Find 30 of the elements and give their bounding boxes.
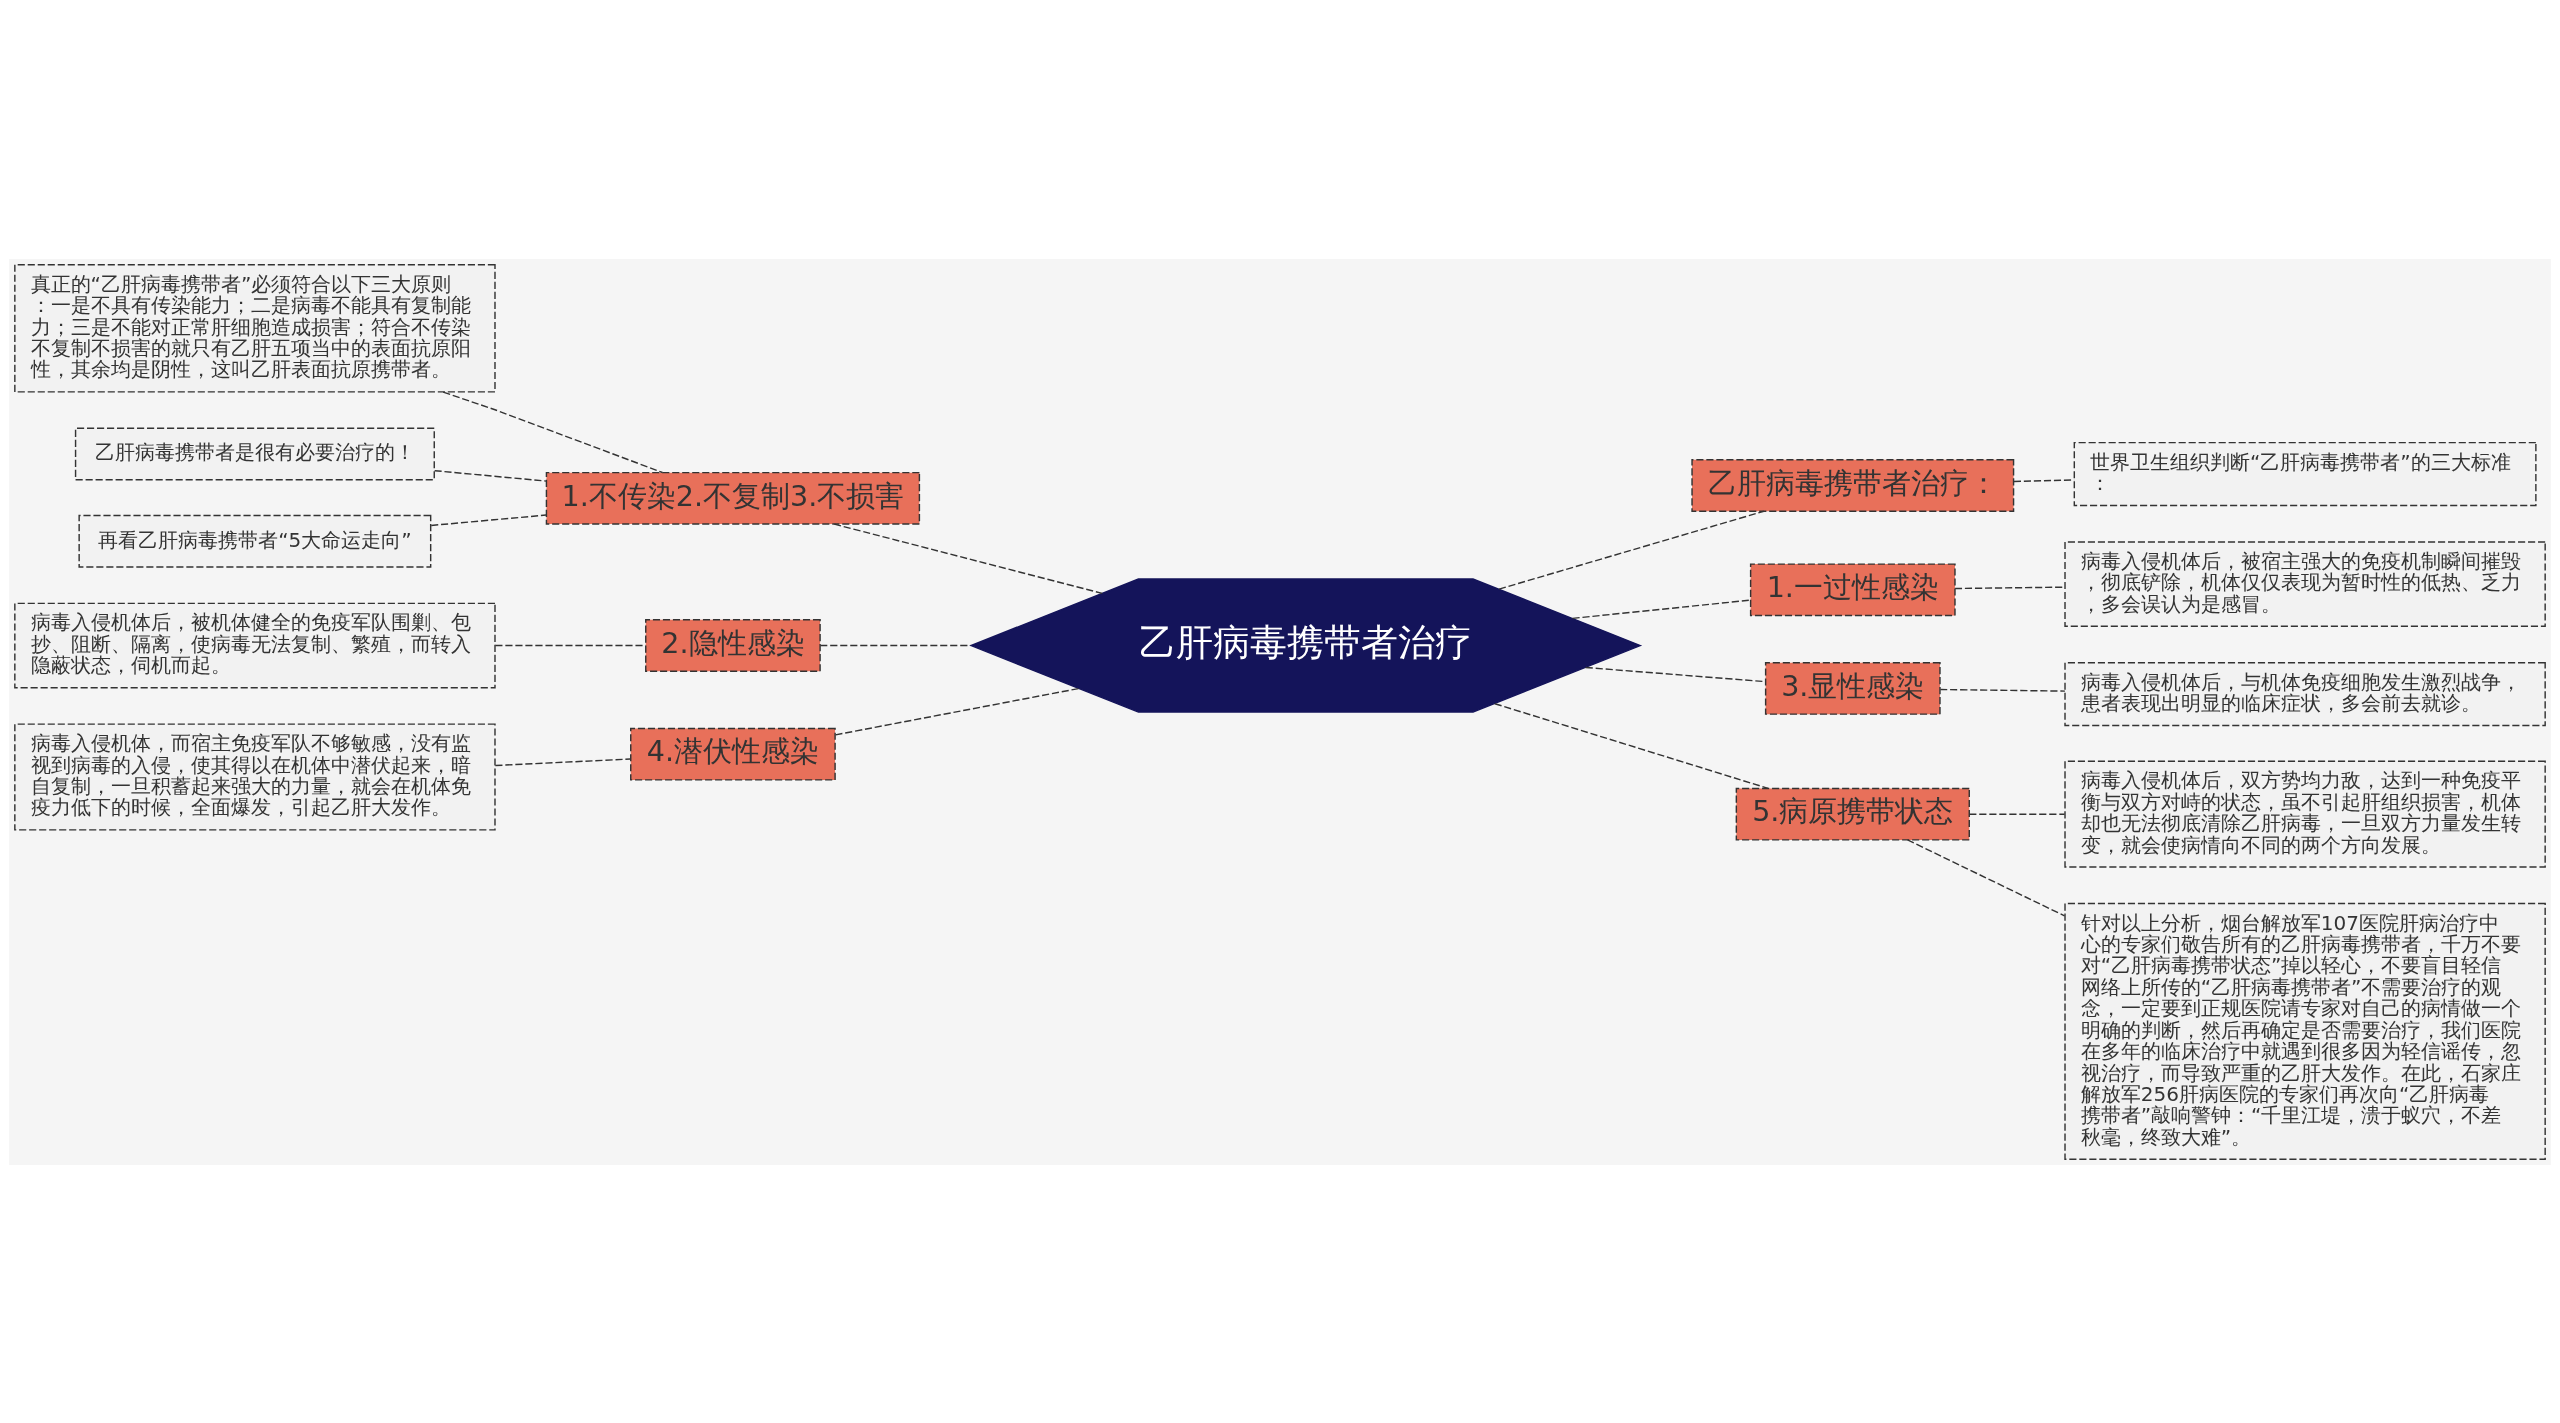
node-box: 真正的“乙肝病毒携带者”必须符合以下三大原则：一是不具有传染能力；二是病毒不能具有复制能力；三是不能对正常肝细胞造成损害；符合不传染不复制不损害的就只有乙肝五项当中的表面抗原阳性，其余均是阴性，这叫乙肝表面抗原携带者。 [14, 263, 496, 393]
connector [1571, 598, 1752, 619]
node-box: 4.潜伏性感染 [630, 727, 836, 781]
node-box: 病毒入侵机体后，被机体健全的免疫军队围剿、包抄、阻断、隔离，使病毒无法复制、繁殖，而转入隐蔽状态，伺机而起。 [14, 602, 496, 688]
node-box: 3.显性感染 [1764, 661, 1941, 715]
connector [433, 469, 547, 482]
connector [1939, 688, 2066, 692]
connector [442, 390, 664, 473]
node-box: 再看乙肝病毒携带者“5大命运走向” [78, 514, 432, 568]
connector [1494, 702, 1769, 789]
connector [1906, 838, 2066, 917]
node-box: 病毒入侵机体后，与机体免疫细胞发生激烈战争，患者表现出明显的临床症状，多会前去就诊。 [2064, 661, 2546, 726]
node-box: 针对以上分析，烟台解放军107医院肝病治疗中心的专家们敬告所有的乙肝病毒携带者，千万不要对“乙肝病毒携带状态”掉以轻心，不要盲目轻信网络上所传的“乙肝病毒携带者”不需要治疗的观念，一定要到正规医院请专家对自己的病情做一个明确的判断，然后再确定是否需要治疗，我们医院在多年的临床治疗中就遇到很多因为轻信谣传，忽视治疗，而导致严重的乙肝大发作。在此，石家庄解放军256肝病医院的专家们再次向“乙肝病毒携带者”敲响警钟：“千里江堤，溃于蚁穴，不差秋毫，终致大难”。 [2064, 902, 2546, 1160]
connector [833, 522, 1103, 594]
node-box: 病毒入侵机体后，被宿主强大的免疫机制瞬间摧毁，彻底铲除，机体仅仅表现为暂时性的低热、乏力，多会误认为是感冒。 [2064, 540, 2546, 627]
connector [494, 757, 631, 766]
node-box: 2.隐性感染 [645, 618, 821, 672]
connector [834, 687, 1080, 736]
node-box: 病毒入侵机体后，双方势均力敌，达到一种免疫平衡与双方对峙的状态，虽不引起肝组织损害，机体却也无法彻底清除乙肝病毒，一旦双方力量发生转变，就会使病情向不同的两个方向发展。 [2064, 760, 2546, 868]
node-box: 世界卫生组织判断“乙肝病毒携带者”的三大标准： [2073, 441, 2537, 506]
node-box: 5.病原携带状态 [1735, 787, 1970, 841]
connector [1968, 812, 2066, 815]
node-box: 乙肝病毒携带者是很有必要治疗的！ [74, 427, 435, 480]
node-box: 病毒入侵机体，而宿主免疫军队不够敏感，没有监视到病毒的入侵，使其得以在机体中潜伏起来，暗自复制，一旦积蓄起来强大的力量，就会在机体免疫力低下的时候，全面爆发，引起乙肝大发作。 [14, 722, 496, 831]
connector [1498, 510, 1765, 590]
connector [430, 513, 547, 526]
node-box: 1.不传染2.不复制3.不损害 [545, 471, 921, 525]
node-box: 1.一过性感染 [1749, 562, 1956, 616]
connector [819, 644, 972, 646]
node-box: 乙肝病毒携带者治疗： [1691, 458, 2015, 512]
